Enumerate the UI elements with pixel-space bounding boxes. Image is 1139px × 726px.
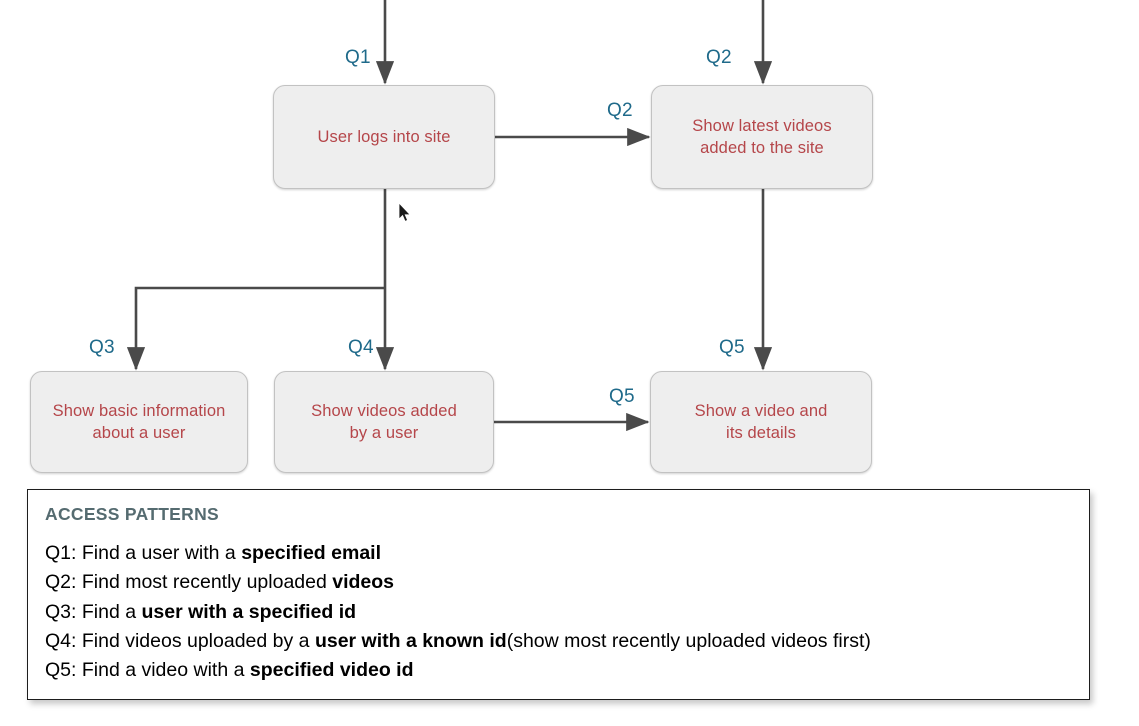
edge-q3-login-to-userinfo: [126, 286, 385, 371]
access-pattern-emphasis: specified email: [241, 542, 382, 564]
edge-label-q2-top: Q2: [706, 47, 732, 68]
access-patterns-title: ACCESS PATTERNS: [45, 504, 220, 524]
edge-label-q5-side: Q5: [609, 386, 635, 407]
access-pattern-text: Find videos uploaded by a: [81, 629, 315, 652]
access-pattern-key: Q2:: [45, 571, 82, 594]
access-pattern-key: Q5:: [45, 659, 82, 681]
access-pattern-note: (show most recently uploaded videos firs…: [506, 629, 871, 652]
edge-label-q1-top: Q1: [345, 47, 371, 68]
access-pattern-key: Q3:: [45, 600, 82, 623]
access-pattern-emphasis: specified video id: [249, 659, 414, 681]
access-patterns-panel: ACCESS PATTERNS Q1: Find a user with a s…: [27, 489, 1090, 700]
access-pattern-row: Q1: Find a user with a specified email: [45, 539, 1089, 568]
edge-label-q5-top: Q5: [719, 337, 745, 358]
access-pattern-emphasis: user with a specified id: [141, 600, 357, 623]
access-pattern-text: Find a: [81, 600, 142, 623]
access-pattern-text: Find a video with a: [81, 659, 250, 681]
access-pattern-row: Q4: Find videos uploaded by a user with …: [45, 627, 1089, 656]
edge-label-q2-side: Q2: [607, 100, 633, 121]
access-pattern-key: Q1:: [45, 542, 82, 564]
access-pattern-text: Find a user with a: [81, 542, 242, 564]
access-pattern-emphasis: user with a known id: [314, 629, 507, 652]
mouse-pointer-icon: [398, 203, 411, 222]
access-pattern-row: Q5: Find a video with a specified video …: [45, 656, 1089, 685]
edge-label-q4: Q4: [348, 337, 374, 358]
flow-connectors: [126, 0, 773, 432]
access-pattern-emphasis: videos: [332, 571, 395, 594]
access-pattern-row: Q3: Find a user with a specified id: [45, 598, 1089, 627]
node-login-label: User logs into site: [317, 127, 451, 146]
access-pattern-row: Q2: Find most recently uploaded videos: [45, 568, 1089, 597]
access-pattern-text: Find most recently uploaded: [81, 571, 333, 594]
access-pattern-key: Q4:: [45, 629, 82, 652]
edge-label-q3: Q3: [89, 337, 115, 358]
node-user-logs-into-site[interactable]: User logs into site: [273, 85, 495, 189]
